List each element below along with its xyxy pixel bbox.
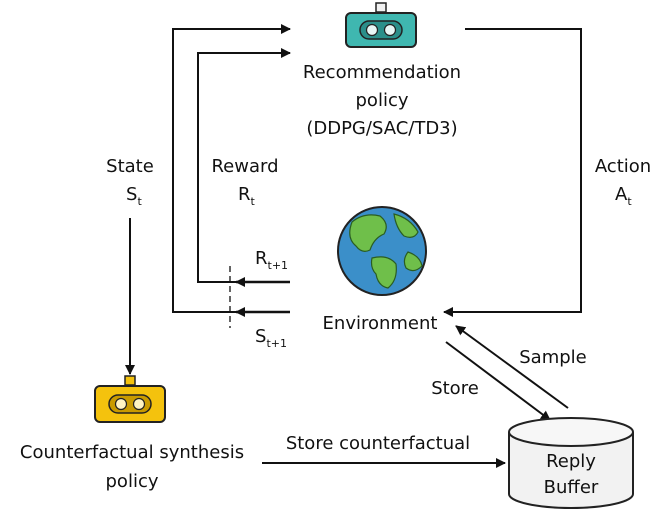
state-symbol: St	[126, 184, 142, 208]
counterfactual-policy-line1: Counterfactual synthesis	[20, 442, 244, 463]
sample-edge	[455, 325, 569, 409]
sample-label: Sample	[519, 347, 587, 368]
reply-buffer-line1: Reply	[546, 451, 596, 472]
reply-buffer-line2: Buffer	[544, 477, 599, 498]
state-edge-outer	[172, 24, 291, 313]
recommendation-policy-line3: (DDPG/SAC/TD3)	[306, 118, 457, 139]
action-label: Action	[595, 156, 651, 177]
store-counterfactual-label: Store counterfactual	[286, 433, 470, 454]
robot-icon	[345, 2, 417, 48]
reward-label: Reward	[211, 156, 278, 177]
action-edge	[443, 28, 582, 317]
recommendation-policy-line2: policy	[356, 90, 409, 111]
reward-symbol: Rt	[238, 184, 256, 208]
state-next-label: St+1	[255, 326, 287, 350]
database-icon	[508, 417, 634, 509]
store-label: Store	[431, 378, 479, 399]
store-edge	[445, 341, 551, 421]
globe-icon	[337, 206, 427, 296]
recommendation-policy-line1: Recommendation	[303, 62, 461, 83]
reward-next-label: Rt+1	[255, 248, 288, 272]
action-symbol: At	[615, 184, 632, 208]
robot-icon	[94, 375, 166, 423]
state-label: State	[106, 156, 154, 177]
counterfactual-policy-line2: policy	[106, 471, 159, 492]
environment-label: Environment	[323, 313, 438, 334]
